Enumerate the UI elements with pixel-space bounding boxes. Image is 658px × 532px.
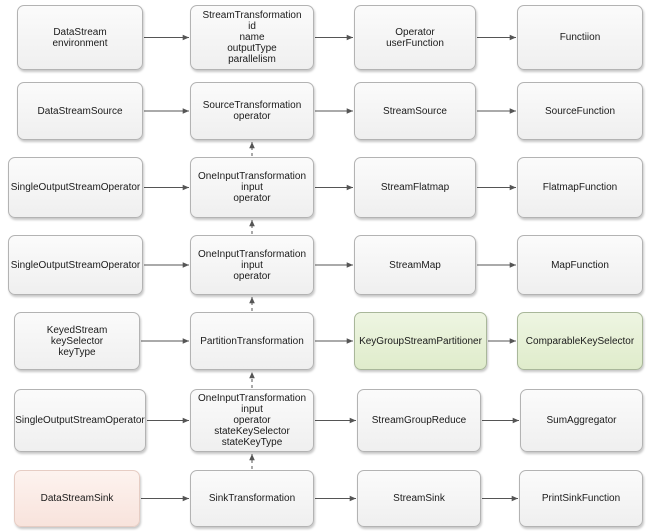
- box-text: parallelism: [228, 54, 276, 65]
- stream-group-reduce-box: StreamGroupReduce: [357, 389, 481, 452]
- box-text: StreamSink: [393, 493, 445, 504]
- box-text: SourceFunction: [544, 105, 616, 117]
- print-sink-function-box: PrintSinkFunction: [519, 470, 643, 527]
- box-text: FlatmapFunction: [542, 182, 618, 193]
- box-text: OneInputTransformation: [197, 393, 307, 404]
- box-text: operator: [233, 193, 271, 204]
- box-text: id: [248, 21, 256, 32]
- box-text: MapFunction: [551, 259, 609, 271]
- box-text: KeyGroupStreamPartitioner: [359, 335, 482, 347]
- datastream-source-box: DataStreamSource: [17, 82, 143, 140]
- flatmap-function-box: FlatmapFunction: [517, 157, 643, 218]
- box-text: operator: [233, 111, 271, 122]
- box-text: input: [241, 259, 263, 271]
- box-text: StreamTransformation: [202, 10, 302, 21]
- box-text: operator: [233, 415, 271, 426]
- box-text: SinkTransformation: [208, 493, 296, 504]
- one-input-transformation-box: OneInputTransformation input operator st…: [190, 389, 314, 452]
- box-text: DataStream: [53, 26, 107, 38]
- stream-transformation-box: StreamTransformation id name outputType …: [190, 5, 314, 70]
- function-box: Functiion: [517, 5, 643, 70]
- box-text: keyType: [58, 346, 96, 358]
- box-text: ComparableKeySelector: [525, 335, 635, 347]
- one-input-transformation-box: OneInputTransformation input operator: [190, 235, 314, 295]
- box-text: StreamFlatmap: [380, 182, 450, 193]
- box-text: SingleOutputStreamOperator: [15, 415, 145, 426]
- comparable-key-selector-box: ComparableKeySelector: [517, 312, 643, 370]
- box-text: input: [241, 404, 263, 415]
- stream-sink-box: StreamSink: [357, 470, 481, 527]
- box-text: keySelector: [50, 335, 104, 347]
- box-text: SingleOutputStreamOperator: [10, 259, 141, 271]
- box-text: DataStreamSink: [40, 493, 114, 504]
- partition-transformation-box: PartitionTransformation: [190, 312, 314, 370]
- box-text: PrintSinkFunction: [541, 493, 621, 504]
- one-input-transformation-box: OneInputTransformation input operator: [190, 157, 314, 218]
- box-text: stateKeyType: [221, 437, 283, 448]
- operator-userfunction-box: Operator userFunction: [354, 5, 476, 70]
- map-function-box: MapFunction: [517, 235, 643, 295]
- box-text: operator: [233, 270, 271, 282]
- box-text: SourceTransformation: [202, 100, 302, 111]
- box-text: Operator: [395, 26, 435, 38]
- box-text: outputType: [227, 43, 277, 54]
- box-text: userFunction: [386, 37, 444, 49]
- key-group-stream-partitioner-box: KeyGroupStreamPartitioner: [354, 312, 487, 370]
- box-text: KeyedStream: [46, 324, 108, 336]
- box-text: DataStreamSource: [37, 105, 123, 117]
- stream-flatmap-box: StreamFlatmap: [354, 157, 476, 218]
- box-text: environment: [52, 37, 108, 49]
- datastream-sink-box: DataStreamSink: [14, 470, 140, 527]
- box-text: input: [241, 182, 263, 193]
- box-text: Functiion: [559, 32, 601, 43]
- source-function-box: SourceFunction: [517, 82, 643, 140]
- datastream-environment-box: DataStream environment: [17, 5, 143, 70]
- stream-source-box: StreamSource: [354, 82, 476, 140]
- single-output-stream-operator-box: SingleOutputStreamOperator: [8, 157, 143, 218]
- sum-aggregator-box: SumAggregator: [520, 389, 643, 452]
- box-text: PartitionTransformation: [200, 335, 304, 347]
- box-text: SingleOutputStreamOperator: [10, 182, 141, 193]
- stream-map-box: StreamMap: [354, 235, 476, 295]
- sink-transformation-box: SinkTransformation: [190, 470, 314, 527]
- single-output-stream-operator-box: SingleOutputStreamOperator: [14, 389, 146, 452]
- box-text: StreamSource: [383, 105, 447, 117]
- box-text: SumAggregator: [546, 415, 617, 426]
- box-text: StreamGroupReduce: [371, 415, 467, 426]
- box-text: OneInputTransformation: [197, 171, 307, 182]
- source-transformation-box: SourceTransformation operator: [190, 82, 314, 140]
- box-text: name: [239, 32, 265, 43]
- box-text: StreamMap: [389, 259, 441, 271]
- box-text: OneInputTransformation: [197, 248, 307, 260]
- single-output-stream-operator-box: SingleOutputStreamOperator: [8, 235, 143, 295]
- box-text: stateKeySelector: [214, 426, 290, 437]
- keyed-stream-box: KeyedStream keySelector keyType: [14, 312, 140, 370]
